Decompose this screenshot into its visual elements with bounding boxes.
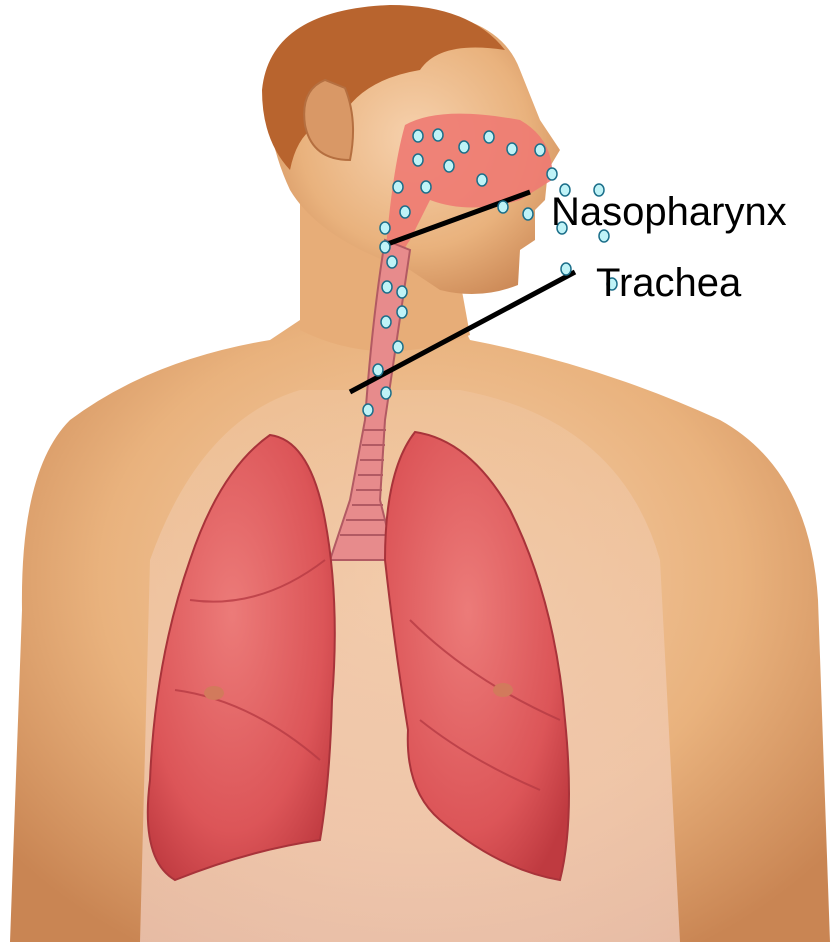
particle-dot [400,206,410,218]
particle-dot [535,144,545,156]
left-nipple [493,683,513,697]
particle-dot [413,154,423,166]
particle-dot [387,256,397,268]
particle-dot [380,222,390,234]
particle-dot [421,181,431,193]
particle-dot [484,131,494,143]
right-nipple [204,686,224,700]
particle-dot [397,306,407,318]
particle-dot [498,201,508,213]
particle-dot [381,316,391,328]
particle-dot [507,143,517,155]
particle-dot [373,364,383,376]
particle-dot [444,160,454,172]
particle-dot [413,130,423,142]
nasopharynx-label: Nasopharynx [551,192,787,232]
particle-dot [561,263,571,275]
particle-dot [381,387,391,399]
trachea-label: Trachea [596,263,741,303]
particle-dot [397,286,407,298]
particle-dot [459,141,469,153]
particle-dot [382,281,392,293]
particle-dot [393,181,403,193]
particle-dot [547,168,557,180]
particle-dot [380,241,390,253]
particle-dot [393,341,403,353]
particle-dot [477,174,487,186]
particle-dot [523,208,533,220]
particle-dot [433,129,443,141]
particle-dot [363,404,373,416]
